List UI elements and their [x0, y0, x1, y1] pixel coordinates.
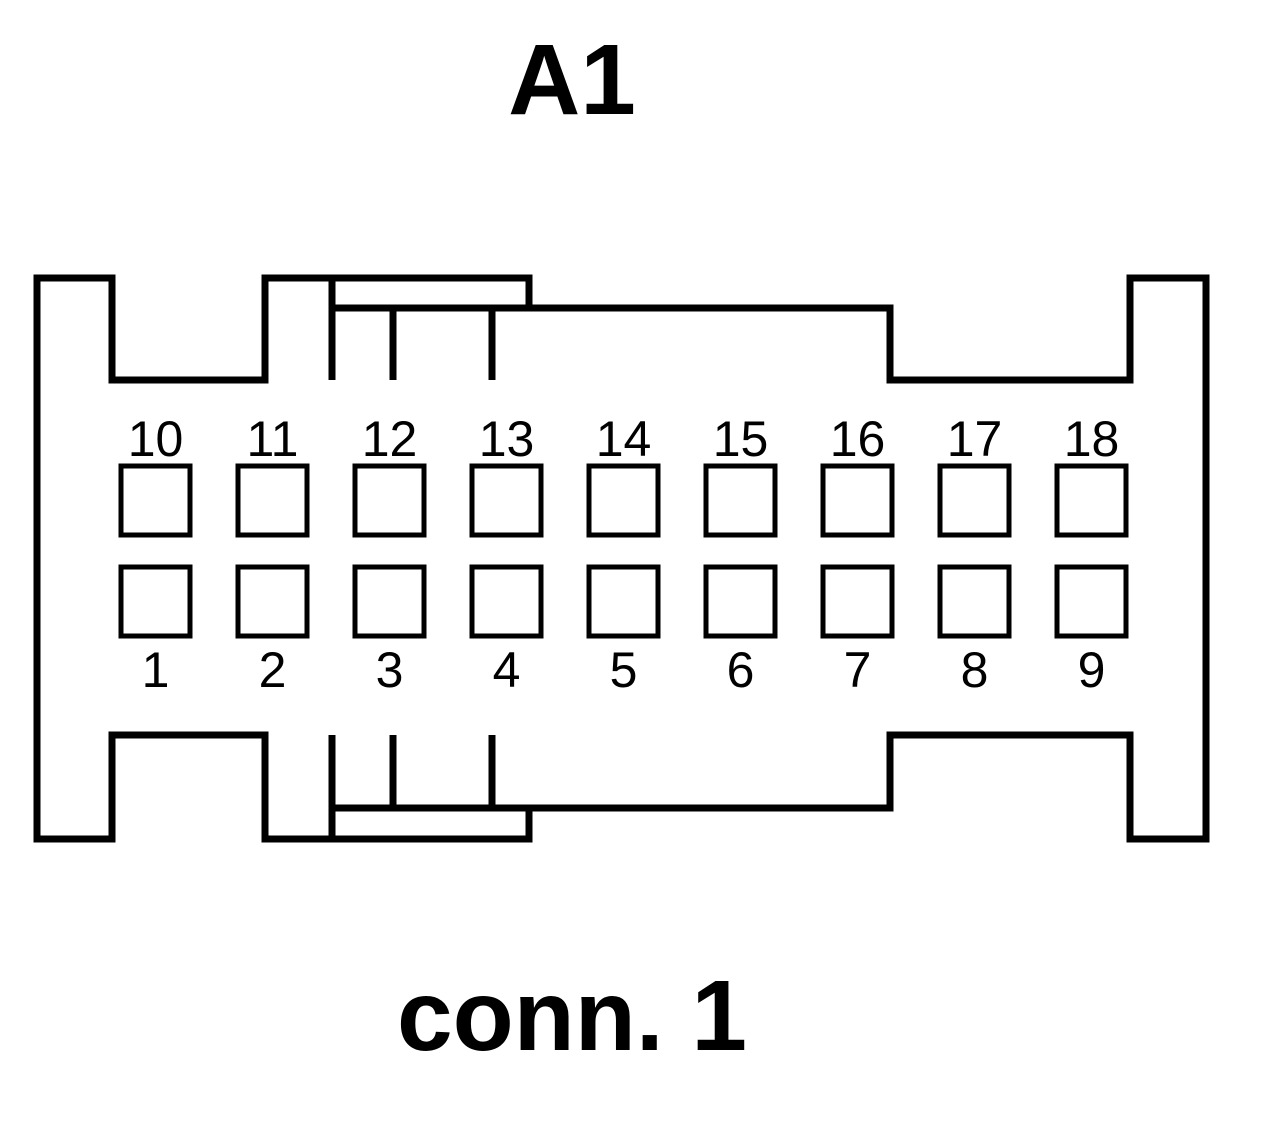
pin-cavity-18 [1054, 463, 1129, 538]
pin-cavity-10 [118, 463, 193, 538]
pin-label-6: 6 [727, 642, 755, 698]
pin-cavity-16 [820, 463, 895, 538]
pin-cavity-12 [352, 463, 427, 538]
connector-housing [33, 274, 1210, 843]
pin-label-2: 2 [259, 642, 287, 698]
pin-cavity-13 [469, 463, 544, 538]
pin-label-3: 3 [376, 642, 404, 698]
top-pin-row: 10 11 12 13 14 15 16 17 18 [118, 411, 1129, 538]
pin-label-4: 4 [493, 642, 521, 698]
pin-label-13: 13 [479, 411, 535, 467]
pin-cavity-1 [118, 564, 193, 639]
pin-cavity-17 [937, 463, 1012, 538]
pin-label-1: 1 [142, 642, 170, 698]
bottom-pin-row: 1 2 3 4 5 6 7 8 9 [118, 564, 1129, 698]
pin-label-5: 5 [610, 642, 638, 698]
pin-cavity-6 [703, 564, 778, 639]
pin-label-16: 16 [830, 411, 886, 467]
pin-cavity-15 [703, 463, 778, 538]
connector-caption: conn. 1 [397, 960, 747, 1072]
pin-cavity-2 [235, 564, 310, 639]
pin-label-15: 15 [713, 411, 769, 467]
pin-cavity-4 [469, 564, 544, 639]
pin-label-10: 10 [128, 411, 184, 467]
housing-outline [33, 274, 1210, 843]
pin-label-18: 18 [1064, 411, 1120, 467]
pin-cavity-9 [1054, 564, 1129, 639]
pin-cavity-5 [586, 564, 661, 639]
pin-cavity-3 [352, 564, 427, 639]
pin-cavity-8 [937, 564, 1012, 639]
top-latch [328, 278, 529, 380]
pin-cavity-14 [586, 463, 661, 538]
pin-label-17: 17 [947, 411, 1003, 467]
pin-label-8: 8 [961, 642, 989, 698]
pin-label-11: 11 [247, 411, 299, 467]
pin-label-7: 7 [844, 642, 872, 698]
connector-title: A1 [508, 24, 636, 136]
pin-label-14: 14 [596, 411, 652, 467]
pin-label-9: 9 [1078, 642, 1106, 698]
pin-cavity-11 [235, 463, 310, 538]
pin-label-12: 12 [362, 411, 418, 467]
pin-cavity-7 [820, 564, 895, 639]
bottom-latch [328, 735, 529, 839]
